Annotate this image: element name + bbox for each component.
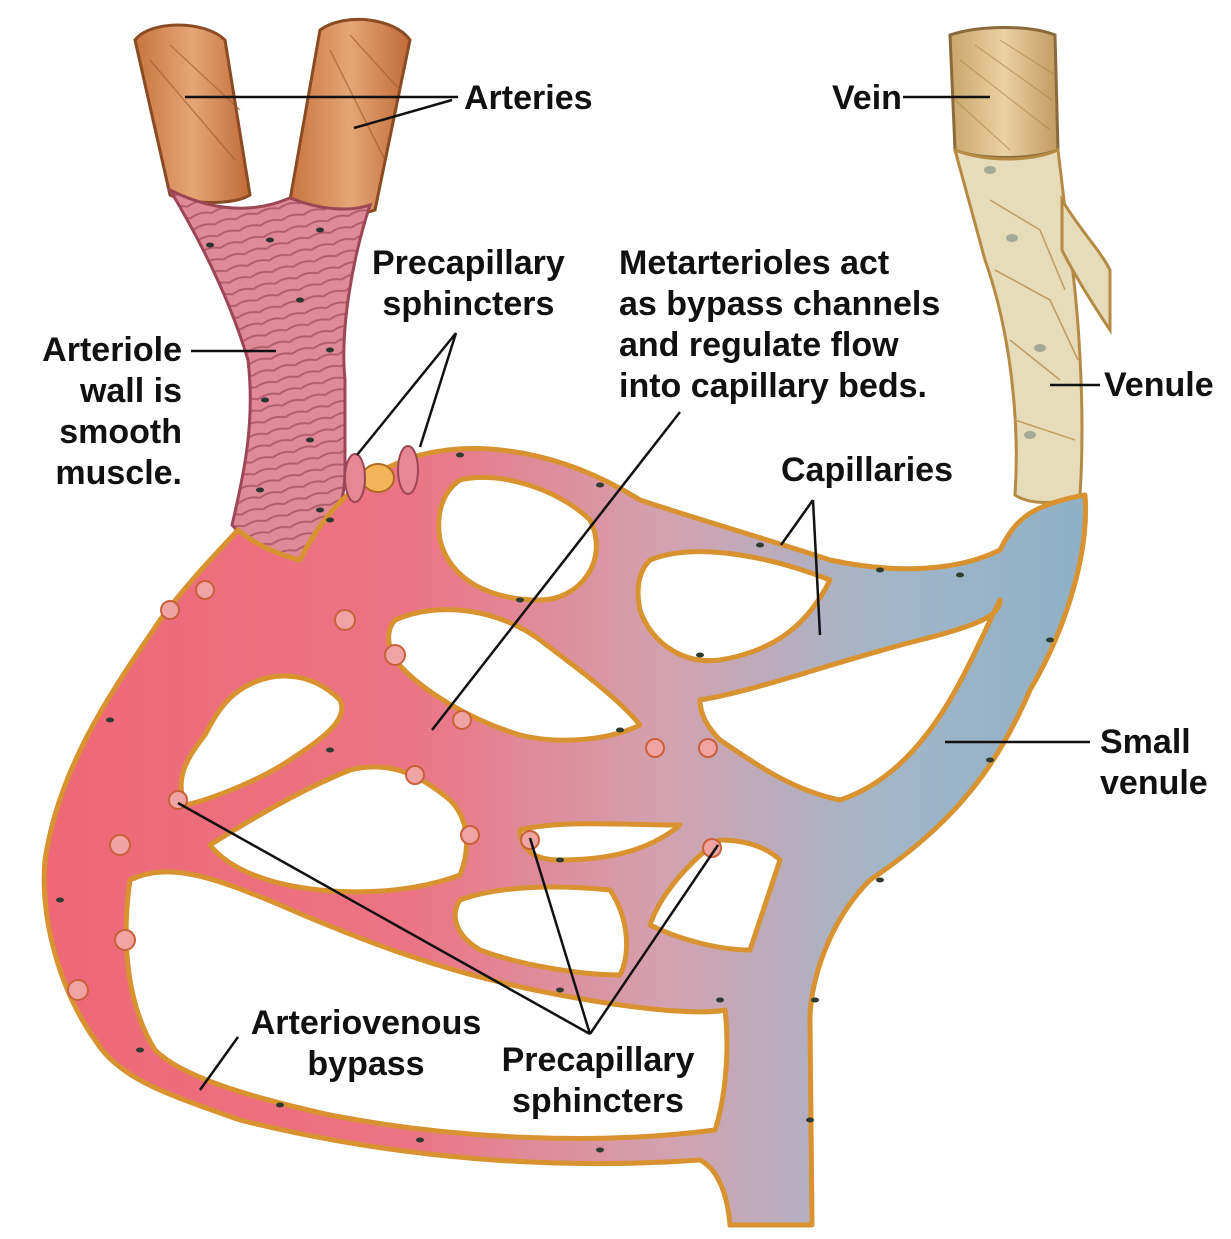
label-line: and regulate flow bbox=[619, 325, 940, 366]
label-line: bypass bbox=[236, 1044, 496, 1085]
arteries bbox=[135, 19, 410, 213]
label-metarterioles: Metarterioles act as bypass channels and… bbox=[619, 243, 940, 407]
label-precapillary-sphincters-bottom: Precapillary sphincters bbox=[490, 1040, 706, 1122]
label-line: Arteriole bbox=[14, 330, 182, 371]
label-line: into capillary beds. bbox=[619, 366, 940, 407]
label-line: as bypass channels bbox=[619, 284, 940, 325]
label-arteriole-wall: Arteriole wall is smooth muscle. bbox=[14, 330, 182, 494]
label-capillaries: Capillaries bbox=[781, 450, 953, 491]
label-line: Small bbox=[1100, 722, 1208, 763]
label-line: Precapillary bbox=[372, 243, 565, 284]
label-line: sphincters bbox=[372, 284, 565, 325]
vein bbox=[950, 28, 1058, 158]
label-line: Arteriovenous bbox=[236, 1003, 496, 1044]
label-venule: Venule bbox=[1104, 365, 1214, 406]
venule bbox=[955, 150, 1110, 503]
label-line: Precapillary bbox=[490, 1040, 706, 1081]
label-precapillary-sphincters-top: Precapillary sphincters bbox=[372, 243, 565, 325]
label-line: venule bbox=[1100, 763, 1208, 804]
label-vein: Vein bbox=[832, 78, 902, 119]
label-line: smooth bbox=[14, 412, 182, 453]
label-line: Metarterioles act bbox=[619, 243, 940, 284]
label-arteries: Arteries bbox=[464, 78, 593, 119]
label-line: muscle. bbox=[14, 453, 182, 494]
label-small-venule: Small venule bbox=[1100, 722, 1208, 804]
label-line: wall is bbox=[14, 371, 182, 412]
label-arteriovenous-bypass: Arteriovenous bypass bbox=[236, 1003, 496, 1085]
label-line: sphincters bbox=[490, 1081, 706, 1122]
